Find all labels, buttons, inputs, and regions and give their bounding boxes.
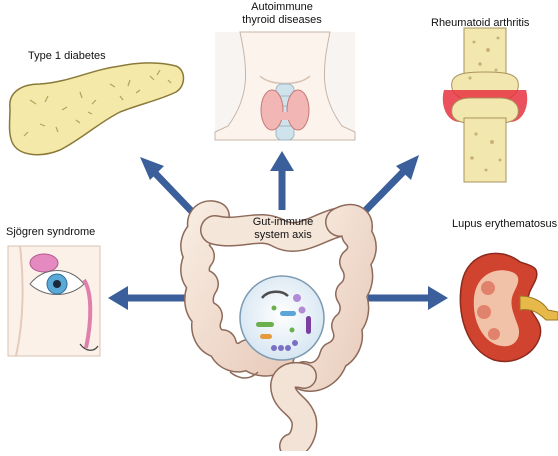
arrow-to-sjogren <box>108 286 190 310</box>
label-sjogren-syndrome: Sjögren syndrome <box>6 226 96 238</box>
colon-intestine-icon <box>180 200 377 456</box>
label-autoimmune-thyroid: Autoimmune thyroid diseases <box>232 1 332 27</box>
label-type1-diabetes: Type 1 diabetes <box>28 50 106 62</box>
gut-microbiota-icon <box>239 275 325 361</box>
arrow-to-thyroid <box>270 151 294 210</box>
eye-lacrimal-gland-icon <box>7 245 101 357</box>
label-center-line1: Gut-immune <box>252 216 314 228</box>
kidney-icon <box>459 252 558 363</box>
arrow-to-lupus <box>368 286 448 310</box>
label-thyroid-line2: thyroid diseases <box>242 14 322 26</box>
label-center-line2: system axis <box>254 229 312 241</box>
arrow-to-diabetes <box>140 157 201 221</box>
arrow-to-rheumatoid <box>359 155 419 217</box>
pancreas-icon <box>8 62 185 156</box>
label-thyroid-line1: Autoimmune <box>251 1 313 13</box>
label-rheumatoid-arthritis: Rheumatoid arthritis <box>431 17 530 29</box>
knee-joint-icon <box>442 27 528 183</box>
thyroid-neck-icon <box>214 31 356 141</box>
label-gut-immune-axis: Gut-immune system axis <box>236 216 330 242</box>
label-lupus-erythematosus: Lupus erythematosus <box>452 218 558 230</box>
